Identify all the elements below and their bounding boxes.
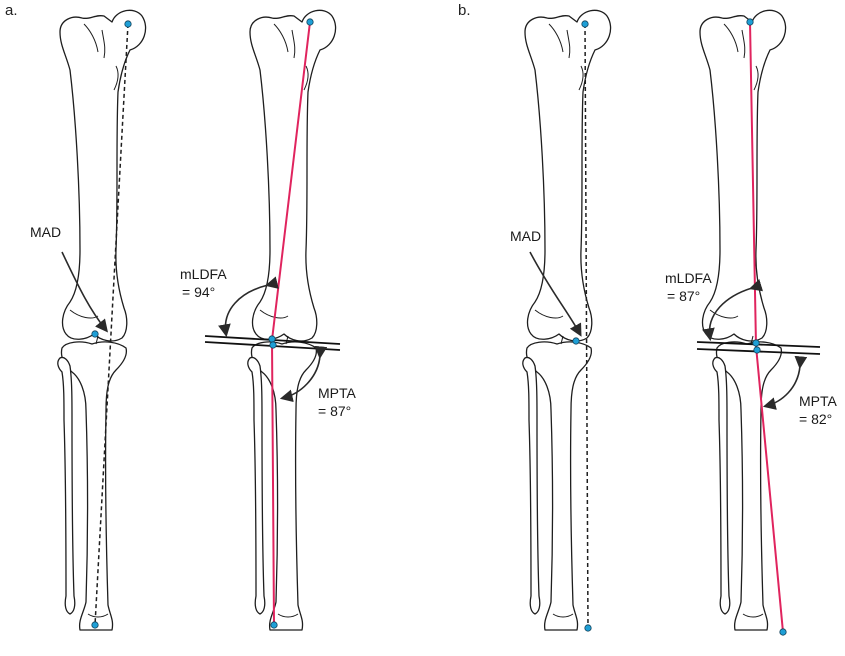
panel-b-label: b. — [458, 2, 471, 19]
panel-a-leg-mad — [57, 9, 147, 631]
mpta-value-b: = 82° — [799, 411, 833, 427]
mldfa-value-a: = 94° — [182, 284, 216, 300]
mad-dashed-line — [584, 23, 589, 629]
mad-label-b: MAD — [510, 228, 542, 244]
mldfa-arc — [702, 279, 764, 342]
hip-center-point — [746, 18, 754, 26]
knee-center-point-2 — [753, 346, 761, 354]
ankle-center-point — [270, 621, 278, 629]
knee-center-point — [752, 339, 760, 347]
mpta-arc — [279, 345, 328, 403]
mpta-label-a: MPTA — [318, 385, 356, 401]
mad-arrow — [529, 251, 582, 337]
ankle-center-point — [779, 628, 787, 636]
mad-label-a: MAD — [30, 224, 62, 240]
hip-center-point — [581, 20, 589, 28]
mldfa-value-b: = 87° — [667, 288, 701, 304]
mad-dashed-line — [94, 23, 129, 626]
panel-a-leg-angles — [204, 9, 341, 631]
mad-arrow — [61, 251, 108, 333]
hip-center-point — [124, 20, 132, 28]
knee-center-point-2 — [269, 341, 277, 349]
panel-b-leg-mad — [522, 9, 612, 632]
mpta-arc — [762, 355, 808, 410]
ankle-center-point — [584, 624, 592, 632]
mldfa-label-b: mLDFA — [665, 270, 712, 286]
knee-center-point — [572, 337, 580, 345]
panel-b-leg-angles — [696, 9, 821, 636]
hip-center-point — [306, 18, 314, 26]
ankle-center-point — [91, 621, 99, 629]
mpta-value-a: = 87° — [318, 403, 352, 419]
panel-a-label: a. — [5, 2, 18, 19]
mldfa-label-a: mLDFA — [180, 266, 227, 282]
mpta-label-b: MPTA — [799, 393, 837, 409]
knee-center-point — [91, 330, 99, 338]
knee-center-point — [268, 335, 276, 343]
mldfa-arc — [218, 276, 279, 338]
